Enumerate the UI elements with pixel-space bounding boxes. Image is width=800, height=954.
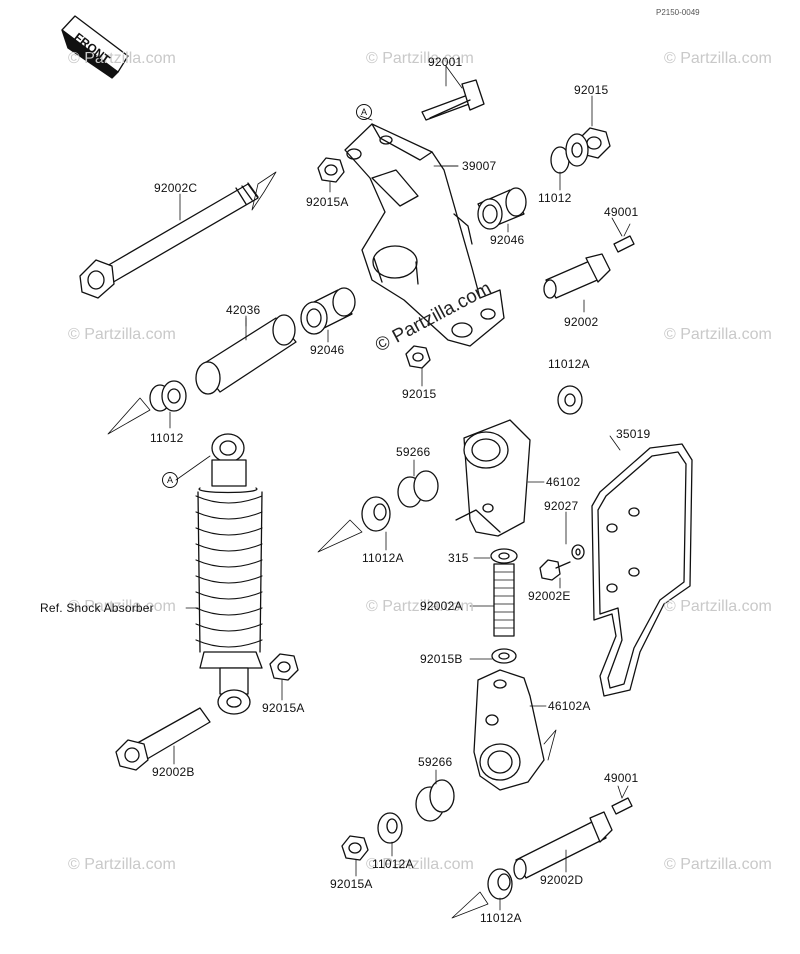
washer-315-icon bbox=[490, 548, 518, 564]
bushing-11012A-lower-icon bbox=[377, 812, 403, 844]
part-label-39007[interactable]: 39007 bbox=[462, 159, 497, 173]
part-label-92002E[interactable]: 92002E bbox=[528, 589, 571, 603]
ref-marker-a-top: A bbox=[356, 104, 372, 120]
bushing-11012A-left-icon bbox=[317, 496, 391, 553]
part-label-46102A[interactable]: 46102A bbox=[548, 699, 591, 713]
part-label-11012[interactable]: 11012 bbox=[538, 191, 572, 205]
rocker-arm-39007-icon bbox=[344, 123, 505, 347]
watermark: © Partzilla.com bbox=[68, 326, 176, 343]
pin-92002-icon bbox=[543, 253, 611, 313]
part-label-92015B[interactable]: 92015B bbox=[420, 652, 463, 666]
part-label-42036[interactable]: 42036 bbox=[226, 303, 261, 317]
collar-59266-icon bbox=[397, 470, 439, 508]
bushing-92046-icon bbox=[477, 187, 527, 230]
part-label-92001[interactable]: 92001 bbox=[428, 55, 463, 69]
leader-lines bbox=[169, 65, 623, 911]
part-label-92015-mid[interactable]: 92015 bbox=[402, 387, 437, 401]
watermark: © Partzilla.com bbox=[68, 856, 176, 873]
part-label-59266-lower[interactable]: 59266 bbox=[418, 755, 453, 769]
part-label-92002A[interactable]: 92002A bbox=[420, 599, 463, 613]
bushing-11012A-icon bbox=[557, 385, 583, 415]
bushing-11012-left-icon bbox=[107, 380, 187, 435]
shock-absorber-label[interactable]: Ref. Shock Absorber bbox=[40, 601, 154, 615]
watermark: © Partzilla.com bbox=[366, 598, 474, 615]
nut-92015-mid-icon bbox=[405, 345, 431, 369]
watermark: © Partzilla.com bbox=[664, 326, 772, 343]
part-label-92015A-mid[interactable]: 92015A bbox=[262, 701, 305, 715]
nut-92015A-mid-icon bbox=[269, 653, 299, 681]
bushing-92046-left-icon bbox=[300, 287, 356, 335]
part-label-11012A-lower[interactable]: 11012A bbox=[372, 857, 414, 871]
part-label-59266[interactable]: 59266 bbox=[396, 445, 431, 459]
collar-59266-lower-icon bbox=[415, 779, 455, 822]
tie-rod-46102A-icon bbox=[473, 669, 557, 791]
bolt-92002B-icon bbox=[115, 707, 211, 771]
watermark: © Partzilla.com bbox=[664, 598, 772, 615]
shock-absorber-icon bbox=[195, 433, 263, 715]
part-label-92002[interactable]: 92002 bbox=[564, 315, 599, 329]
part-label-92046-left[interactable]: 92046 bbox=[310, 343, 345, 357]
part-label-46102[interactable]: 46102 bbox=[546, 475, 581, 489]
part-label-11012A[interactable]: 11012A bbox=[548, 357, 590, 371]
part-label-92015A[interactable]: 92015A bbox=[306, 195, 349, 209]
watermark: © Partzilla.com bbox=[68, 50, 176, 67]
part-label-11012A-bottom[interactable]: 11012A bbox=[480, 911, 522, 925]
watermark: © Partzilla.com bbox=[366, 856, 474, 873]
part-label-92002B[interactable]: 92002B bbox=[152, 765, 195, 779]
watermark: © Partzilla.com bbox=[664, 856, 772, 873]
bolt-92002C-icon bbox=[79, 171, 277, 299]
part-label-49001[interactable]: 49001 bbox=[604, 205, 639, 219]
watermark: © Partzilla.com bbox=[664, 50, 772, 67]
bolt-92002E-icon bbox=[539, 559, 571, 581]
part-label-11012A-left[interactable]: 11012A bbox=[362, 551, 404, 565]
nut-92015B-icon bbox=[491, 648, 517, 664]
part-label-92046[interactable]: 92046 bbox=[490, 233, 525, 247]
pin-92002D-icon bbox=[513, 811, 613, 880]
front-arrow-icon bbox=[61, 15, 129, 79]
nut-92015A-icon bbox=[317, 157, 345, 183]
guard-35019-icon bbox=[591, 443, 693, 697]
part-label-92002C[interactable]: 92002C bbox=[154, 181, 198, 195]
watermark: © Partzilla.com bbox=[68, 598, 176, 615]
part-label-11012-left[interactable]: 11012 bbox=[150, 431, 184, 445]
grease-nipple-49001-icon bbox=[613, 223, 635, 253]
tie-rod-46102-icon bbox=[455, 419, 531, 537]
watermark: © Partzilla.com bbox=[366, 50, 474, 67]
part-label-92015[interactable]: 92015 bbox=[574, 83, 609, 97]
nut-92015A-lower-icon bbox=[341, 835, 369, 861]
ref-marker-a-shock: A bbox=[162, 472, 178, 488]
part-label-92015A-lower[interactable]: 92015A bbox=[330, 877, 373, 891]
rod-92002A-icon bbox=[493, 563, 515, 637]
bushing-11012A-bottom-icon bbox=[451, 868, 513, 919]
part-label-35019[interactable]: 35019 bbox=[616, 427, 651, 441]
part-label-315[interactable]: 315 bbox=[448, 551, 469, 565]
sleeve-42036-icon bbox=[195, 314, 297, 395]
diagram-code: P2150-0049 bbox=[656, 8, 700, 17]
part-label-92027[interactable]: 92027 bbox=[544, 499, 579, 513]
part-label-92002D[interactable]: 92002D bbox=[540, 873, 584, 887]
grease-nipple-49001-lower-icon bbox=[611, 785, 633, 815]
bushing-11012-icon bbox=[550, 133, 589, 174]
part-label-49001-lower[interactable]: 49001 bbox=[604, 771, 639, 785]
bolt-92001-icon bbox=[421, 65, 485, 121]
washer-92027-icon bbox=[571, 544, 585, 560]
